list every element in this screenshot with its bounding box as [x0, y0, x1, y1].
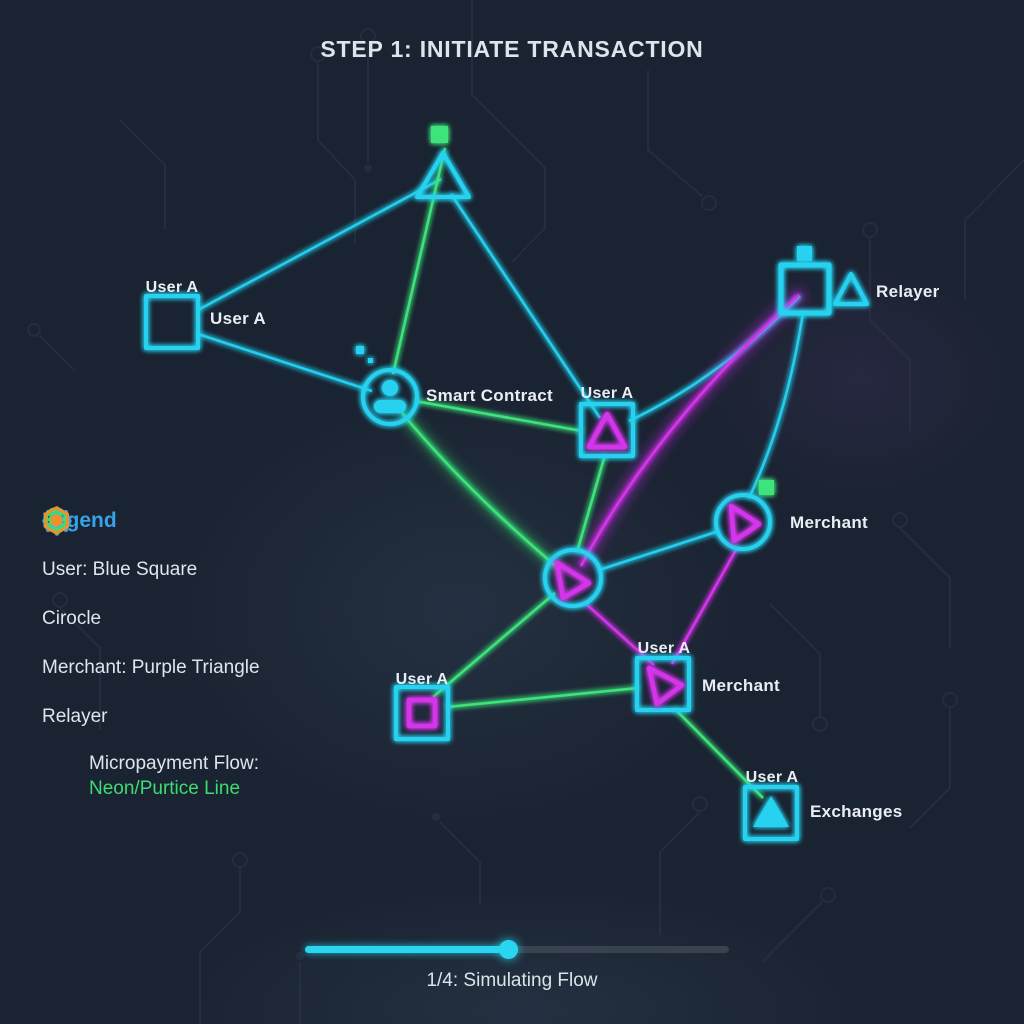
node-label: User A — [581, 385, 634, 402]
progress-caption: 1/4: Simulating Flow — [426, 970, 598, 991]
magenta-play-triangle — [728, 503, 762, 544]
legend-heading-row: Legend — [42, 506, 362, 536]
node-label: Merchant — [790, 513, 868, 532]
edge-usera-mid-relayer — [628, 295, 801, 423]
legend-item-label: Cirocle — [42, 608, 102, 629]
edge-usera-mid-hub — [575, 454, 607, 553]
legend-panel: Legend User: Blue Square Cirocle — [42, 506, 362, 801]
node-label: Merchant — [702, 676, 780, 695]
edge-usera-topleft-smartcontract — [197, 332, 373, 393]
legend-item-circle: Cirocle — [42, 507, 362, 634]
node-merchant-square: User A Merchant — [635, 640, 780, 712]
node-relayer: Relayer — [778, 246, 940, 316]
edge-hub-merchant-circle — [598, 529, 720, 572]
circuit-traces — [27, 0, 1024, 1024]
progress-track[interactable] — [305, 940, 729, 959]
background-haze — [160, 250, 1024, 1024]
legend-item-label: User: Blue Square — [42, 559, 198, 580]
node-label: User A — [146, 279, 199, 296]
flow-note-value: Neon/Purtice Line — [89, 778, 241, 799]
relayer-square-shape — [778, 262, 832, 316]
hexagon-icon — [43, 506, 70, 535]
green-square-decoration — [759, 480, 774, 495]
hub-circle-shape — [543, 548, 603, 608]
magenta-triangle — [586, 411, 628, 450]
merchant-circle-shape — [714, 493, 772, 551]
node-label: Smart Contract — [426, 386, 553, 405]
edge-usera-bottom-merchant-square — [446, 686, 639, 709]
progress-handle[interactable] — [499, 940, 518, 959]
user-square-shape — [394, 685, 450, 741]
contract-circle-shape — [361, 368, 419, 426]
legend-item-label: Relayer — [42, 706, 108, 727]
node-user-a-topleft: User A User A — [144, 279, 266, 350]
edge-usera-topleft-triangle — [197, 177, 442, 312]
node-triangle-top — [415, 126, 471, 199]
legend-item-label: Merchant: Purple Triangle — [42, 657, 260, 678]
edge-hub-merchant-square — [584, 602, 655, 666]
merchant-square-shape — [635, 656, 691, 712]
edge-triangle-usera-mid — [449, 193, 602, 419]
node-user-a-mid: User A — [579, 385, 635, 458]
edge-relayer-merchant-circle — [747, 312, 805, 499]
flow-note-title: Micropayment Flow: — [89, 753, 259, 774]
node-label: User A — [638, 640, 691, 657]
green-square-decoration — [431, 126, 448, 143]
cyan-filled-triangle — [753, 796, 789, 827]
edge-merchant-square-exchanges — [674, 708, 764, 799]
magenta-play-triangle — [646, 665, 685, 707]
legend-item-merchant: Merchant: Purple Triangle — [42, 508, 362, 683]
flow-note: Micropayment Flow: Neon/Purtice Line — [89, 751, 362, 801]
exchange-square-shape — [743, 785, 799, 841]
person-icon — [374, 400, 406, 413]
node-user-a-bottom: User A — [394, 671, 450, 741]
node-label: User A — [210, 309, 266, 328]
node-label: User A — [396, 671, 449, 688]
edge-merchant-circle-merchant-square — [670, 547, 739, 665]
node-label: Exchanges — [810, 802, 902, 821]
user-square-shape — [144, 294, 200, 350]
magenta-play-triangle — [554, 560, 592, 601]
edge-smartcontract-hub — [401, 412, 558, 568]
progress-fill — [305, 946, 509, 953]
edge-smartcontract-usera-mid — [414, 399, 583, 433]
edges — [197, 147, 806, 799]
legend-item-relayer: Relayer — [42, 506, 362, 732]
node-hub — [543, 548, 603, 608]
node-label: Relayer — [876, 282, 940, 301]
cyan-dot-decoration — [356, 346, 364, 354]
person-icon — [382, 380, 398, 396]
page-title: STEP 1: INITIATE TRANSACTION — [320, 36, 704, 62]
edge-hub-usera-bottom — [432, 592, 556, 698]
node-smart-contract: Smart Contract — [356, 346, 553, 426]
node-label: User A — [746, 769, 799, 786]
triangle-glyph — [833, 272, 869, 306]
legend-item-user: User: Blue Square — [42, 509, 362, 585]
magenta-square — [406, 697, 438, 729]
triangle-node-shape — [415, 151, 471, 199]
cyan-dot-decoration — [368, 358, 373, 363]
cyan-square-decoration — [797, 246, 812, 261]
node-exchanges: User A Exchanges — [743, 769, 902, 841]
edge-relayer-hub — [579, 294, 800, 567]
edge-triangle-smartcontract — [391, 147, 447, 375]
user-square-shape — [579, 402, 635, 458]
node-merchant-circle: Merchant — [714, 480, 868, 551]
